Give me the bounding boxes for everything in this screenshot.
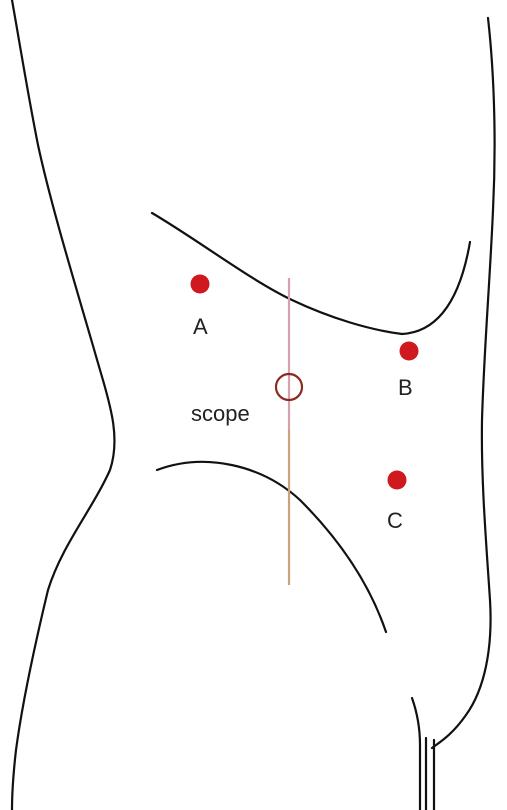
scope-label: scope bbox=[191, 401, 250, 426]
body-outline-left bbox=[12, 0, 115, 810]
iliac-crest-curve bbox=[157, 462, 386, 632]
port-b-label: B bbox=[398, 375, 413, 400]
port-b-dot bbox=[400, 342, 419, 361]
body-outline-right bbox=[432, 18, 495, 748]
port-c-label: C bbox=[387, 508, 403, 533]
thigh-line-outer bbox=[412, 698, 420, 810]
port-a-dot bbox=[191, 275, 210, 294]
port-c-dot bbox=[388, 471, 407, 490]
port-a-label: A bbox=[193, 314, 208, 339]
